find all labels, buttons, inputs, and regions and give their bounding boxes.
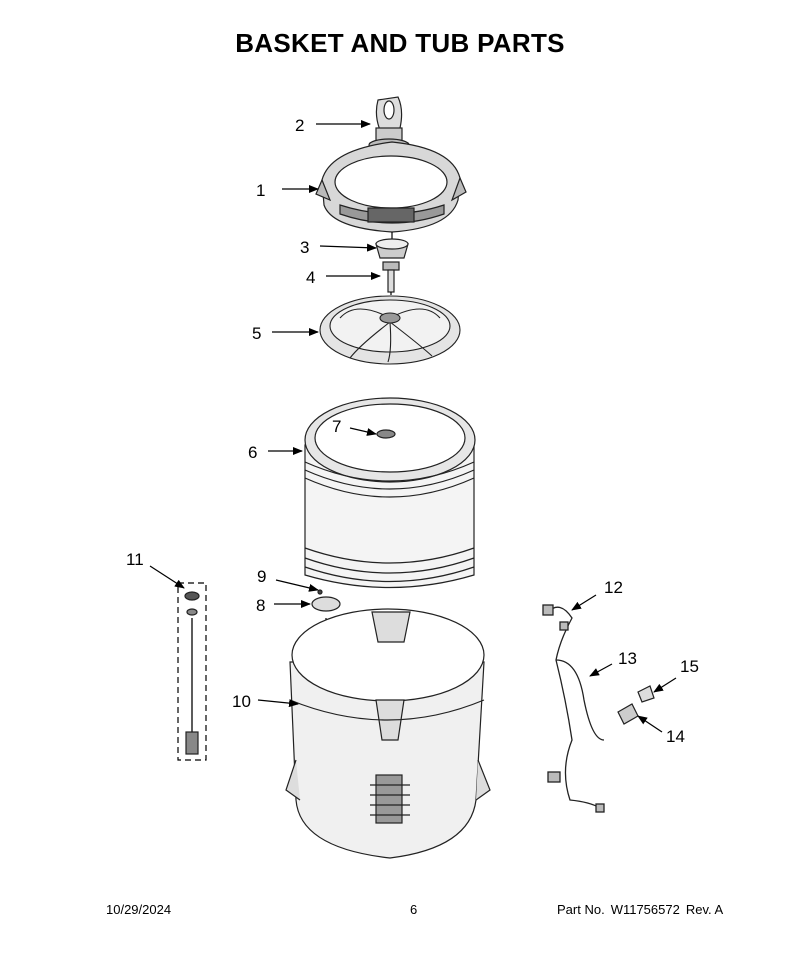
callout-14: 14	[666, 727, 685, 746]
callout-10: 10	[232, 692, 251, 711]
wire-harness-part	[542, 604, 605, 813]
callout-3: 3	[300, 238, 309, 257]
callout-8: 8	[256, 596, 265, 615]
sensor-part	[617, 685, 655, 725]
footer-part-info: Part No. W11756572 Rev. A	[557, 902, 729, 917]
bolt-part	[382, 261, 400, 302]
callout-11: 11	[126, 550, 144, 569]
callout-1: 1	[256, 181, 265, 200]
callout-12: 12	[604, 578, 623, 597]
tub-part	[285, 608, 491, 859]
callout-6: 6	[248, 443, 257, 462]
leader-lines	[149, 120, 677, 733]
impeller-part	[319, 295, 461, 365]
callout-9: 9	[257, 567, 266, 586]
basket-ring-part	[315, 141, 467, 233]
callout-15: 15	[680, 657, 699, 676]
callout-7: 7	[332, 417, 341, 436]
suspension-rod-part	[177, 582, 207, 761]
page-title: BASKET AND TUB PARTS	[235, 28, 565, 58]
footer-date: 10/29/2024	[106, 902, 172, 917]
basket-part	[304, 397, 476, 589]
callout-2: 2	[295, 116, 304, 135]
footer-part-number: W11756572	[610, 902, 680, 917]
callout-5: 5	[252, 324, 261, 343]
cap-part	[375, 232, 409, 259]
callout-4: 4	[306, 268, 315, 287]
callout-13: 13	[618, 649, 637, 668]
footer-part-label: Part No.	[557, 902, 605, 917]
footer-revision: Rev. A	[685, 902, 724, 917]
callout-labels: 1 2 3 4 5 6 7 8 9 10 11 12 13 14 15	[126, 116, 699, 746]
footer-page-number: 6	[410, 902, 418, 917]
